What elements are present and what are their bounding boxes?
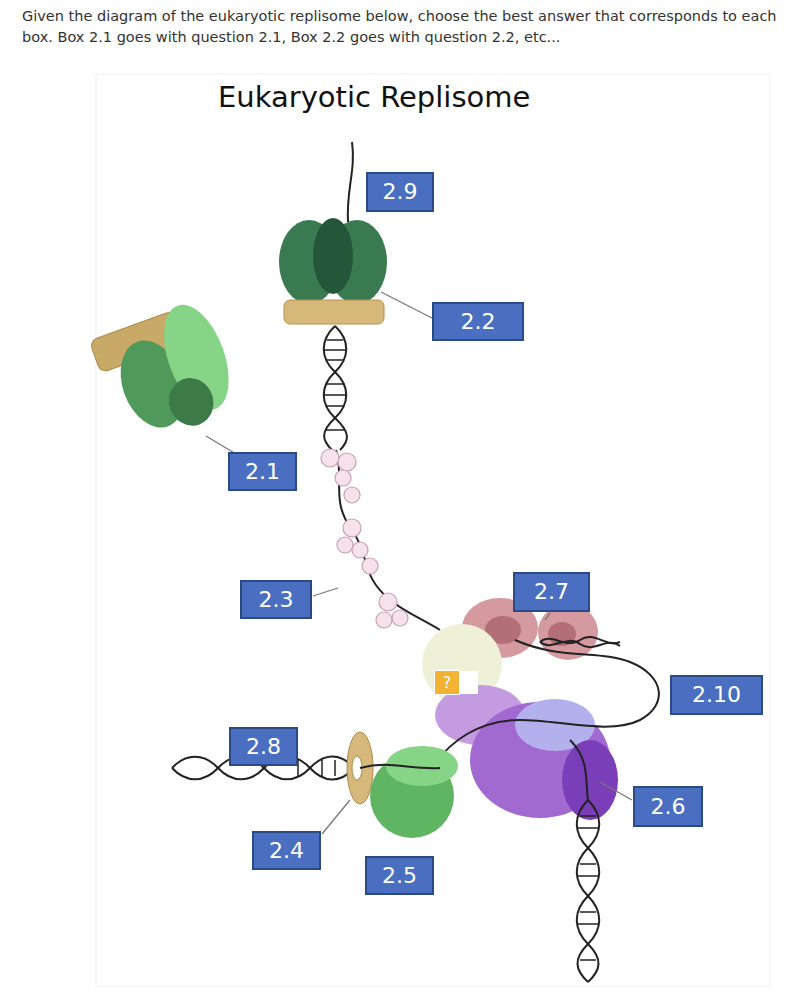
callout-number: 2.9	[383, 180, 418, 204]
base-pair	[326, 429, 344, 431]
callout-box: 2.10	[670, 675, 763, 715]
base-pair	[578, 827, 598, 829]
base-pair	[580, 863, 596, 865]
base-pair	[327, 383, 343, 385]
callout-box: 2.8	[229, 727, 298, 766]
primase-lobe	[538, 604, 598, 660]
callout-box: ?	[434, 670, 460, 695]
helicase-ring	[284, 300, 384, 324]
callout-number: 2.6	[651, 795, 686, 819]
rpa-subunit	[343, 519, 361, 537]
callout-number: 2.10	[692, 683, 741, 707]
callout-number: 2.3	[259, 588, 294, 612]
helix-strand	[540, 641, 620, 647]
callout-number: 2.1	[245, 460, 280, 484]
helix-strand	[324, 326, 347, 450]
base-pair	[580, 959, 596, 961]
dna-helix	[540, 637, 620, 647]
callout-box: 2.6	[633, 786, 703, 827]
single-strand	[336, 450, 440, 630]
dna-strand	[360, 765, 440, 768]
rpa-subunit	[352, 542, 368, 558]
base-pair	[324, 349, 346, 351]
rpa-cluster	[321, 449, 408, 628]
figure-panel	[96, 74, 770, 986]
rpa-subunit	[337, 537, 353, 553]
callout-box: 2.3	[240, 580, 312, 619]
leader-line	[381, 292, 432, 318]
leader-line	[313, 588, 338, 596]
label-patch	[460, 671, 478, 694]
helix-strand	[324, 326, 347, 450]
callout-number: 2.4	[269, 839, 304, 863]
base-pair	[327, 339, 343, 341]
leader-line	[322, 800, 350, 834]
instruction-text: Given the diagram of the eukaryotic repl…	[22, 6, 782, 48]
dna-helix	[577, 800, 600, 982]
free-polymerase	[88, 296, 244, 450]
base-pair	[321, 760, 323, 776]
dna-helix	[324, 326, 347, 450]
leader-line	[545, 613, 550, 620]
base-pair	[580, 815, 596, 817]
callout-number: 2.8	[246, 735, 281, 759]
base-pair	[327, 405, 343, 407]
helix-strand	[577, 800, 600, 982]
rpa-subunit	[335, 470, 351, 486]
helicase-core	[313, 218, 353, 294]
rpa-subunit	[392, 610, 408, 626]
rpa-subunit	[338, 453, 356, 471]
callout-box: 2.9	[366, 172, 434, 212]
rpa-subunit	[379, 593, 397, 611]
rpa-subunit	[321, 449, 339, 467]
base-pair	[578, 875, 598, 877]
leader-line	[600, 782, 632, 800]
base-pair	[327, 359, 343, 361]
rpa-subunit	[376, 612, 392, 628]
callout-box: 2.1	[228, 452, 297, 491]
dna-strand	[570, 740, 588, 800]
callout-number: 2.5	[382, 864, 417, 888]
callout-number: 2.2	[461, 310, 496, 334]
base-pair	[578, 923, 598, 925]
base-pair	[580, 911, 596, 913]
callout-number: ?	[443, 674, 451, 692]
callout-number: 2.7	[534, 580, 569, 604]
callout-box: 2.7	[513, 572, 590, 612]
diagram-title: Eukaryotic Replisome	[218, 80, 530, 114]
dna-strand	[348, 142, 353, 222]
base-pair	[334, 760, 336, 776]
polymerase-complex	[562, 740, 618, 820]
callout-box: 2.5	[365, 856, 434, 895]
callout-box: 2.4	[252, 831, 321, 870]
lagging-strand	[430, 640, 659, 770]
callout-box: 2.2	[432, 302, 524, 341]
base-pair	[324, 394, 346, 396]
rpa-subunit	[344, 487, 360, 503]
polymerase-domain	[162, 372, 220, 432]
helix-strand	[577, 800, 600, 982]
rpa-subunit	[362, 558, 378, 574]
